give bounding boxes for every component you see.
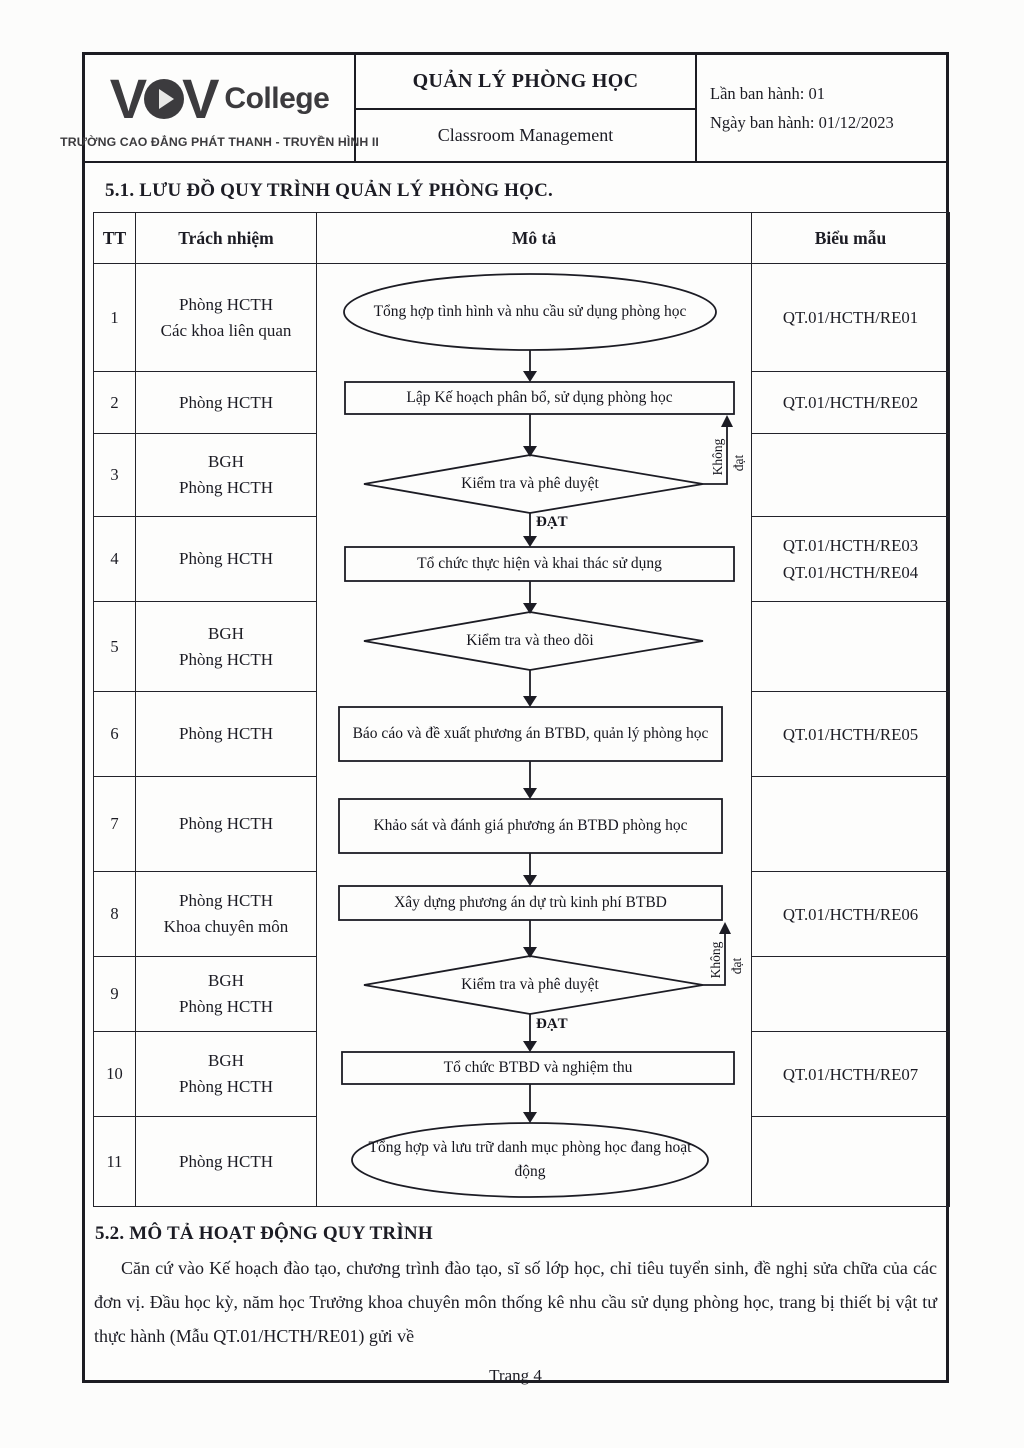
vov-college-logo: V V College <box>110 70 330 128</box>
row-4-tt: 4 <box>93 516 136 602</box>
row-1-form: QT.01/HCTH/RE01 <box>751 263 950 372</box>
row-1-tt: 1 <box>93 263 136 372</box>
title-cell: QUẢN LÝ PHÒNG HỌC Classroom Management <box>356 55 697 161</box>
row-6-form: QT.01/HCTH/RE05 <box>751 691 950 777</box>
issue-number: Lần ban hành: 01 <box>710 84 826 103</box>
pass-label-1: ĐẠT <box>536 514 568 530</box>
fail-label-1-word1: Không <box>710 438 725 476</box>
flow-node-9: Kiểm tra và phê duyệt <box>461 976 599 993</box>
row-8-tt: 8 <box>93 871 136 957</box>
row-6-tt: 6 <box>93 691 136 777</box>
page-border-frame: V V College TRƯỜNG CAO ĐẲNG PHÁT THANH -… <box>60 52 950 1385</box>
col-header-tt: TT <box>93 212 136 264</box>
section-52-title: 5.2. MÔ TẢ HOẠT ĐỘNG QUY TRÌNH <box>95 1223 433 1244</box>
issue-info-cell: Lần ban hành: 01 Ngày ban hành: 01/12/20… <box>697 55 946 161</box>
flow-node-11: Tổng hợp và lưu trữ danh mục phòng học đ… <box>368 1139 692 1180</box>
document-title-vi: QUẢN LÝ PHÒNG HỌC <box>356 55 695 110</box>
flowchart-graphic <box>338 273 735 1198</box>
logo-college-text: College <box>224 81 330 115</box>
flow-node-8: Xây dựng phương án dự trù kinh phí BTBD <box>394 894 667 911</box>
fail-label-2-word2: đạt <box>729 957 744 975</box>
flowchart-cell: Tổng hợp tình hình và nhu cầu sử dụng ph… <box>316 263 752 1207</box>
row-11-form <box>751 1116 950 1207</box>
section-52-paragraph: Căn cứ vào Kế hoạch đào tạo, chương trìn… <box>94 1258 937 1346</box>
flow-node-5: Kiểm tra và theo dõi <box>466 632 594 649</box>
row-6-responsible: Phòng HCTH <box>135 691 317 777</box>
row-7-tt: 7 <box>93 776 136 872</box>
table-row: 7 Phòng HCTH <box>93 776 950 872</box>
document-header: V V College TRƯỜNG CAO ĐẲNG PHÁT THANH -… <box>60 55 946 163</box>
row-5-tt: 5 <box>93 601 136 692</box>
flow-node-2: Lập Kế hoạch phân bổ, sử dụng phòng học <box>406 389 673 406</box>
page-number: Trang 4 <box>489 1366 542 1385</box>
row-10-form: QT.01/HCTH/RE07 <box>751 1031 950 1117</box>
table-row: 2 Phòng HCTH QT.01/HCTH/RE02 <box>93 371 950 434</box>
document-title-en: Classroom Management <box>437 125 614 145</box>
issue-date: Ngày ban hành: 01/12/2023 <box>710 113 894 132</box>
row-11-responsible: Phòng HCTH <box>135 1116 317 1207</box>
row-10-tt: 10 <box>93 1031 136 1117</box>
row-2-tt: 2 <box>93 371 136 434</box>
pass-label-2: ĐẠT <box>536 1016 568 1032</box>
table-row: 6 Phòng HCTH QT.01/HCTH/RE05 <box>93 691 950 777</box>
flow-node-10: Tổ chức BTBD và nghiệm thu <box>443 1059 633 1076</box>
logo-subtitle: TRƯỜNG CAO ĐẲNG PHÁT THANH - TRUYỀN HÌNH… <box>60 134 379 149</box>
row-9-form <box>751 956 950 1032</box>
row-3-tt: 3 <box>93 433 136 517</box>
row-11-tt: 11 <box>93 1116 136 1207</box>
flow-node-1: Tổng hợp tình hình và nhu cầu sử dụng ph… <box>373 303 687 320</box>
flow-node-3: Kiểm tra và phê duyệt <box>461 475 599 492</box>
section-51-title: 5.1. LƯU ĐỒ QUY TRÌNH QUẢN LÝ PHÒNG HỌC. <box>105 180 554 201</box>
table-header-row: TT Trách nhiệm Mô tả Biểu mẫu <box>93 212 950 264</box>
procedure-table: TT Trách nhiệm Mô tả Biểu mẫu 1 Phòng HC… <box>93 212 950 1207</box>
row-2-form: QT.01/HCTH/RE02 <box>751 371 950 434</box>
col-header-description: Mô tả <box>316 212 752 264</box>
row-8-form: QT.01/HCTH/RE06 <box>751 871 950 957</box>
col-header-responsible: Trách nhiệm <box>135 212 317 264</box>
play-icon <box>158 88 174 109</box>
row-7-form <box>751 776 950 872</box>
row-9-tt: 9 <box>93 956 136 1032</box>
logo-letter-v-right: V <box>182 66 219 130</box>
flow-node-7: Khảo sát và đánh giá phương án BTBD phòn… <box>373 817 688 834</box>
row-3-form <box>751 433 950 517</box>
table-row: 11 Phòng HCTH <box>93 1116 950 1207</box>
logo-letter-o <box>144 78 185 119</box>
row-5-form <box>751 601 950 692</box>
fail-label-1-word2: đạt <box>731 454 746 472</box>
logo-letter-v-left: V <box>109 66 147 130</box>
row-4-responsible: Phòng HCTH <box>135 516 317 602</box>
fail-label-2-word1: Không <box>708 941 723 979</box>
flow-node-4: Tổ chức thực hiện và khai thác sử dụng <box>417 555 662 572</box>
col-header-form: Biểu mẫu <box>751 212 950 264</box>
flow-node-6: Báo cáo và đề xuất phương án BTBD, quản … <box>352 725 709 742</box>
row-2-responsible: Phòng HCTH <box>135 371 317 434</box>
flowchart: Tổng hợp tình hình và nhu cầu sử dụng ph… <box>317 264 751 1205</box>
row-7-responsible: Phòng HCTH <box>135 776 317 872</box>
logo-cell: V V College TRƯỜNG CAO ĐẲNG PHÁT THANH -… <box>60 55 379 161</box>
